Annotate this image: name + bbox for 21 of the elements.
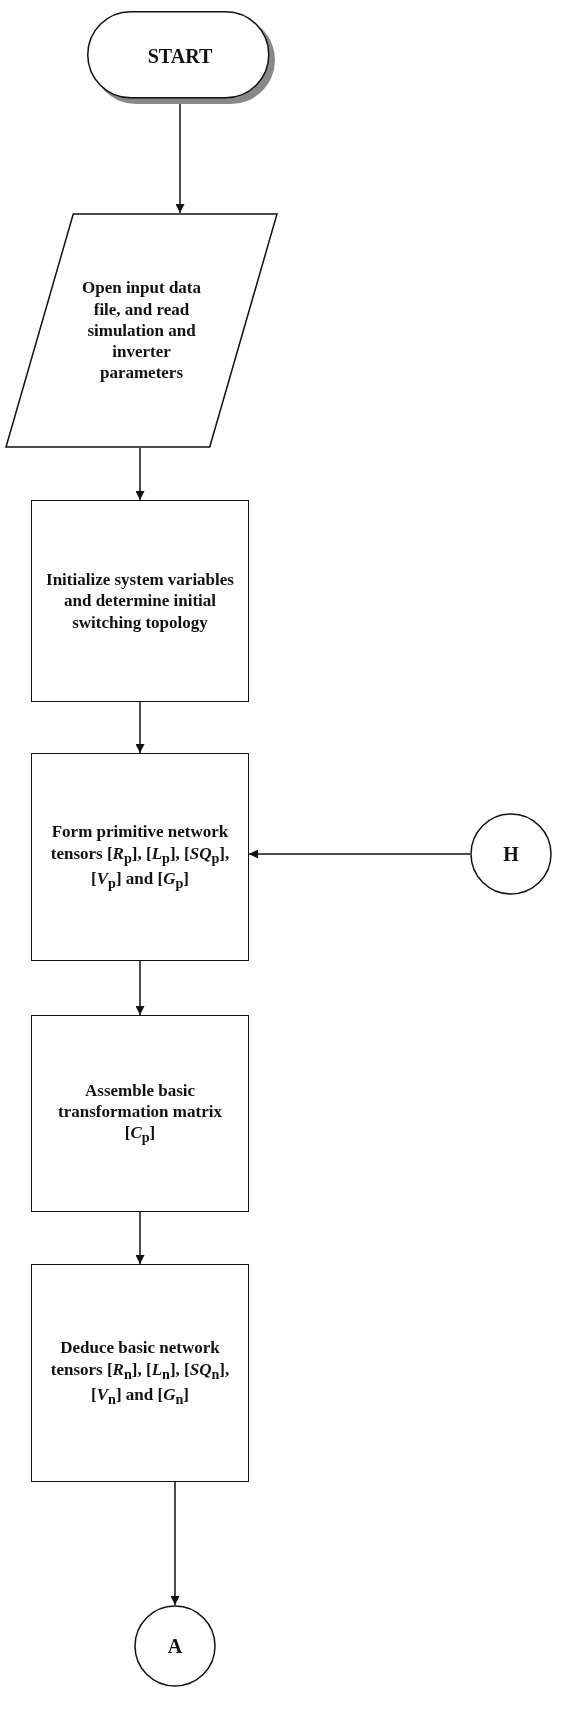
arrow [248,849,471,859]
arrow [135,960,145,1016]
input-parallelogram [5,213,278,448]
connector-circle [470,813,552,895]
node-text: Form primitive network tensors [R$_{p}$], [L$_{p}$], [SQ$_{p}$], [V$_{p}$] and [G$_{p}$] [49,821,231,893]
process-box [31,1015,249,1212]
node-text: Initialize system variables and determine initial switching topology [46,569,234,633]
process-box [31,1264,249,1482]
arrow [135,1211,145,1265]
arrow [135,701,145,754]
node-text: H [503,841,519,867]
node-text: Open input data file, and read simulation and inverter parameters [80,277,202,384]
arrow [170,1481,180,1606]
node-text: START [147,44,213,69]
node-text: Deduce basic network tensors [R$_{n}$], [L$_{n}$], [SQ$_{n}$], [V$_{n}$] and [G$_{n}$] [49,1337,231,1409]
arrow [135,447,145,501]
process-box [31,753,249,961]
node-text: Assemble basic transformation matrix [C$_{p}$] [57,1079,223,1148]
connector-circle [134,1605,216,1687]
process-box [31,500,249,702]
node-text: A [167,1633,183,1659]
